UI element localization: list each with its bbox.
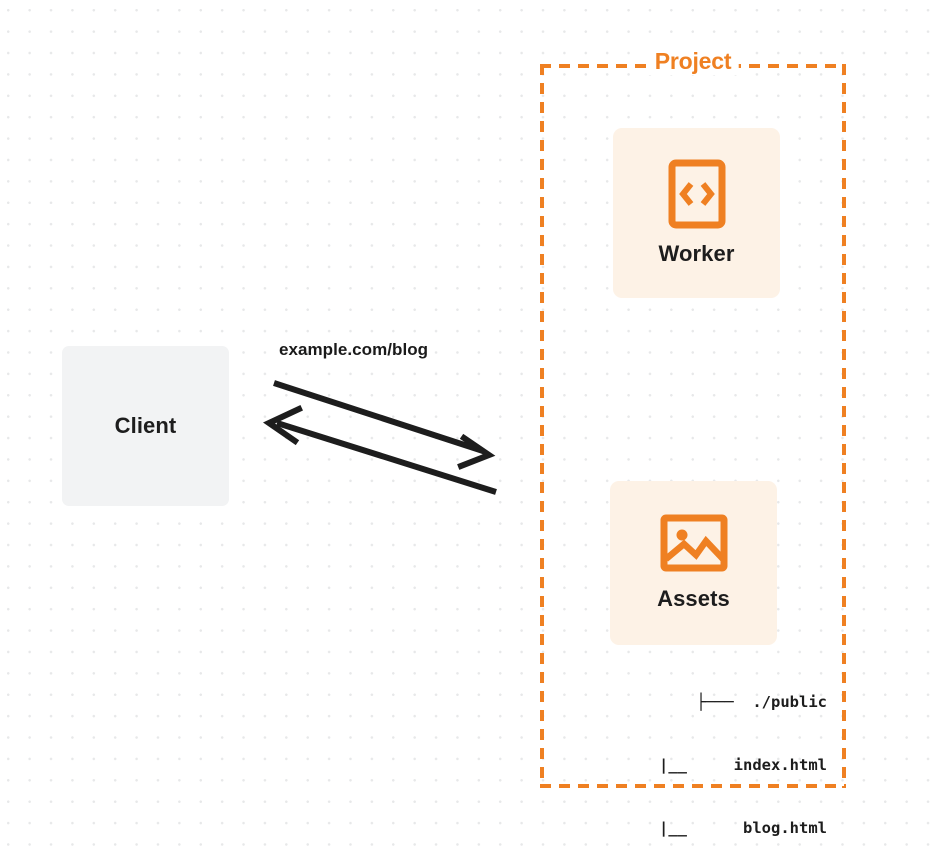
- border-right: [842, 64, 846, 788]
- node-assets-label: Assets: [657, 586, 730, 611]
- group-project-label: Project: [647, 48, 739, 75]
- node-assets[interactable]: Assets: [610, 481, 777, 645]
- image-icon: [660, 514, 728, 572]
- node-client-label: Client: [114, 413, 177, 438]
- node-client[interactable]: Client: [62, 346, 229, 506]
- response-arrow: [262, 405, 497, 495]
- edge-label-url: example.com/blog: [279, 340, 429, 359]
- group-project: Project Worker Assets: [540, 48, 846, 837]
- tree-row: |__ blog.html: [659, 819, 827, 837]
- node-worker-label: Worker: [658, 241, 735, 266]
- request-arrow: [273, 380, 496, 470]
- node-worker[interactable]: Worker: [613, 128, 780, 298]
- border-left: [540, 64, 544, 788]
- assets-file-tree: ├─── ./public |__ index.html |__ blog.ht…: [582, 650, 827, 860]
- tree-row: |__ index.html: [659, 756, 827, 774]
- edge-arrows: [262, 380, 497, 495]
- border-bottom: [540, 784, 846, 788]
- tree-row: ├─── ./public: [696, 693, 827, 711]
- code-brackets-icon: [668, 159, 726, 229]
